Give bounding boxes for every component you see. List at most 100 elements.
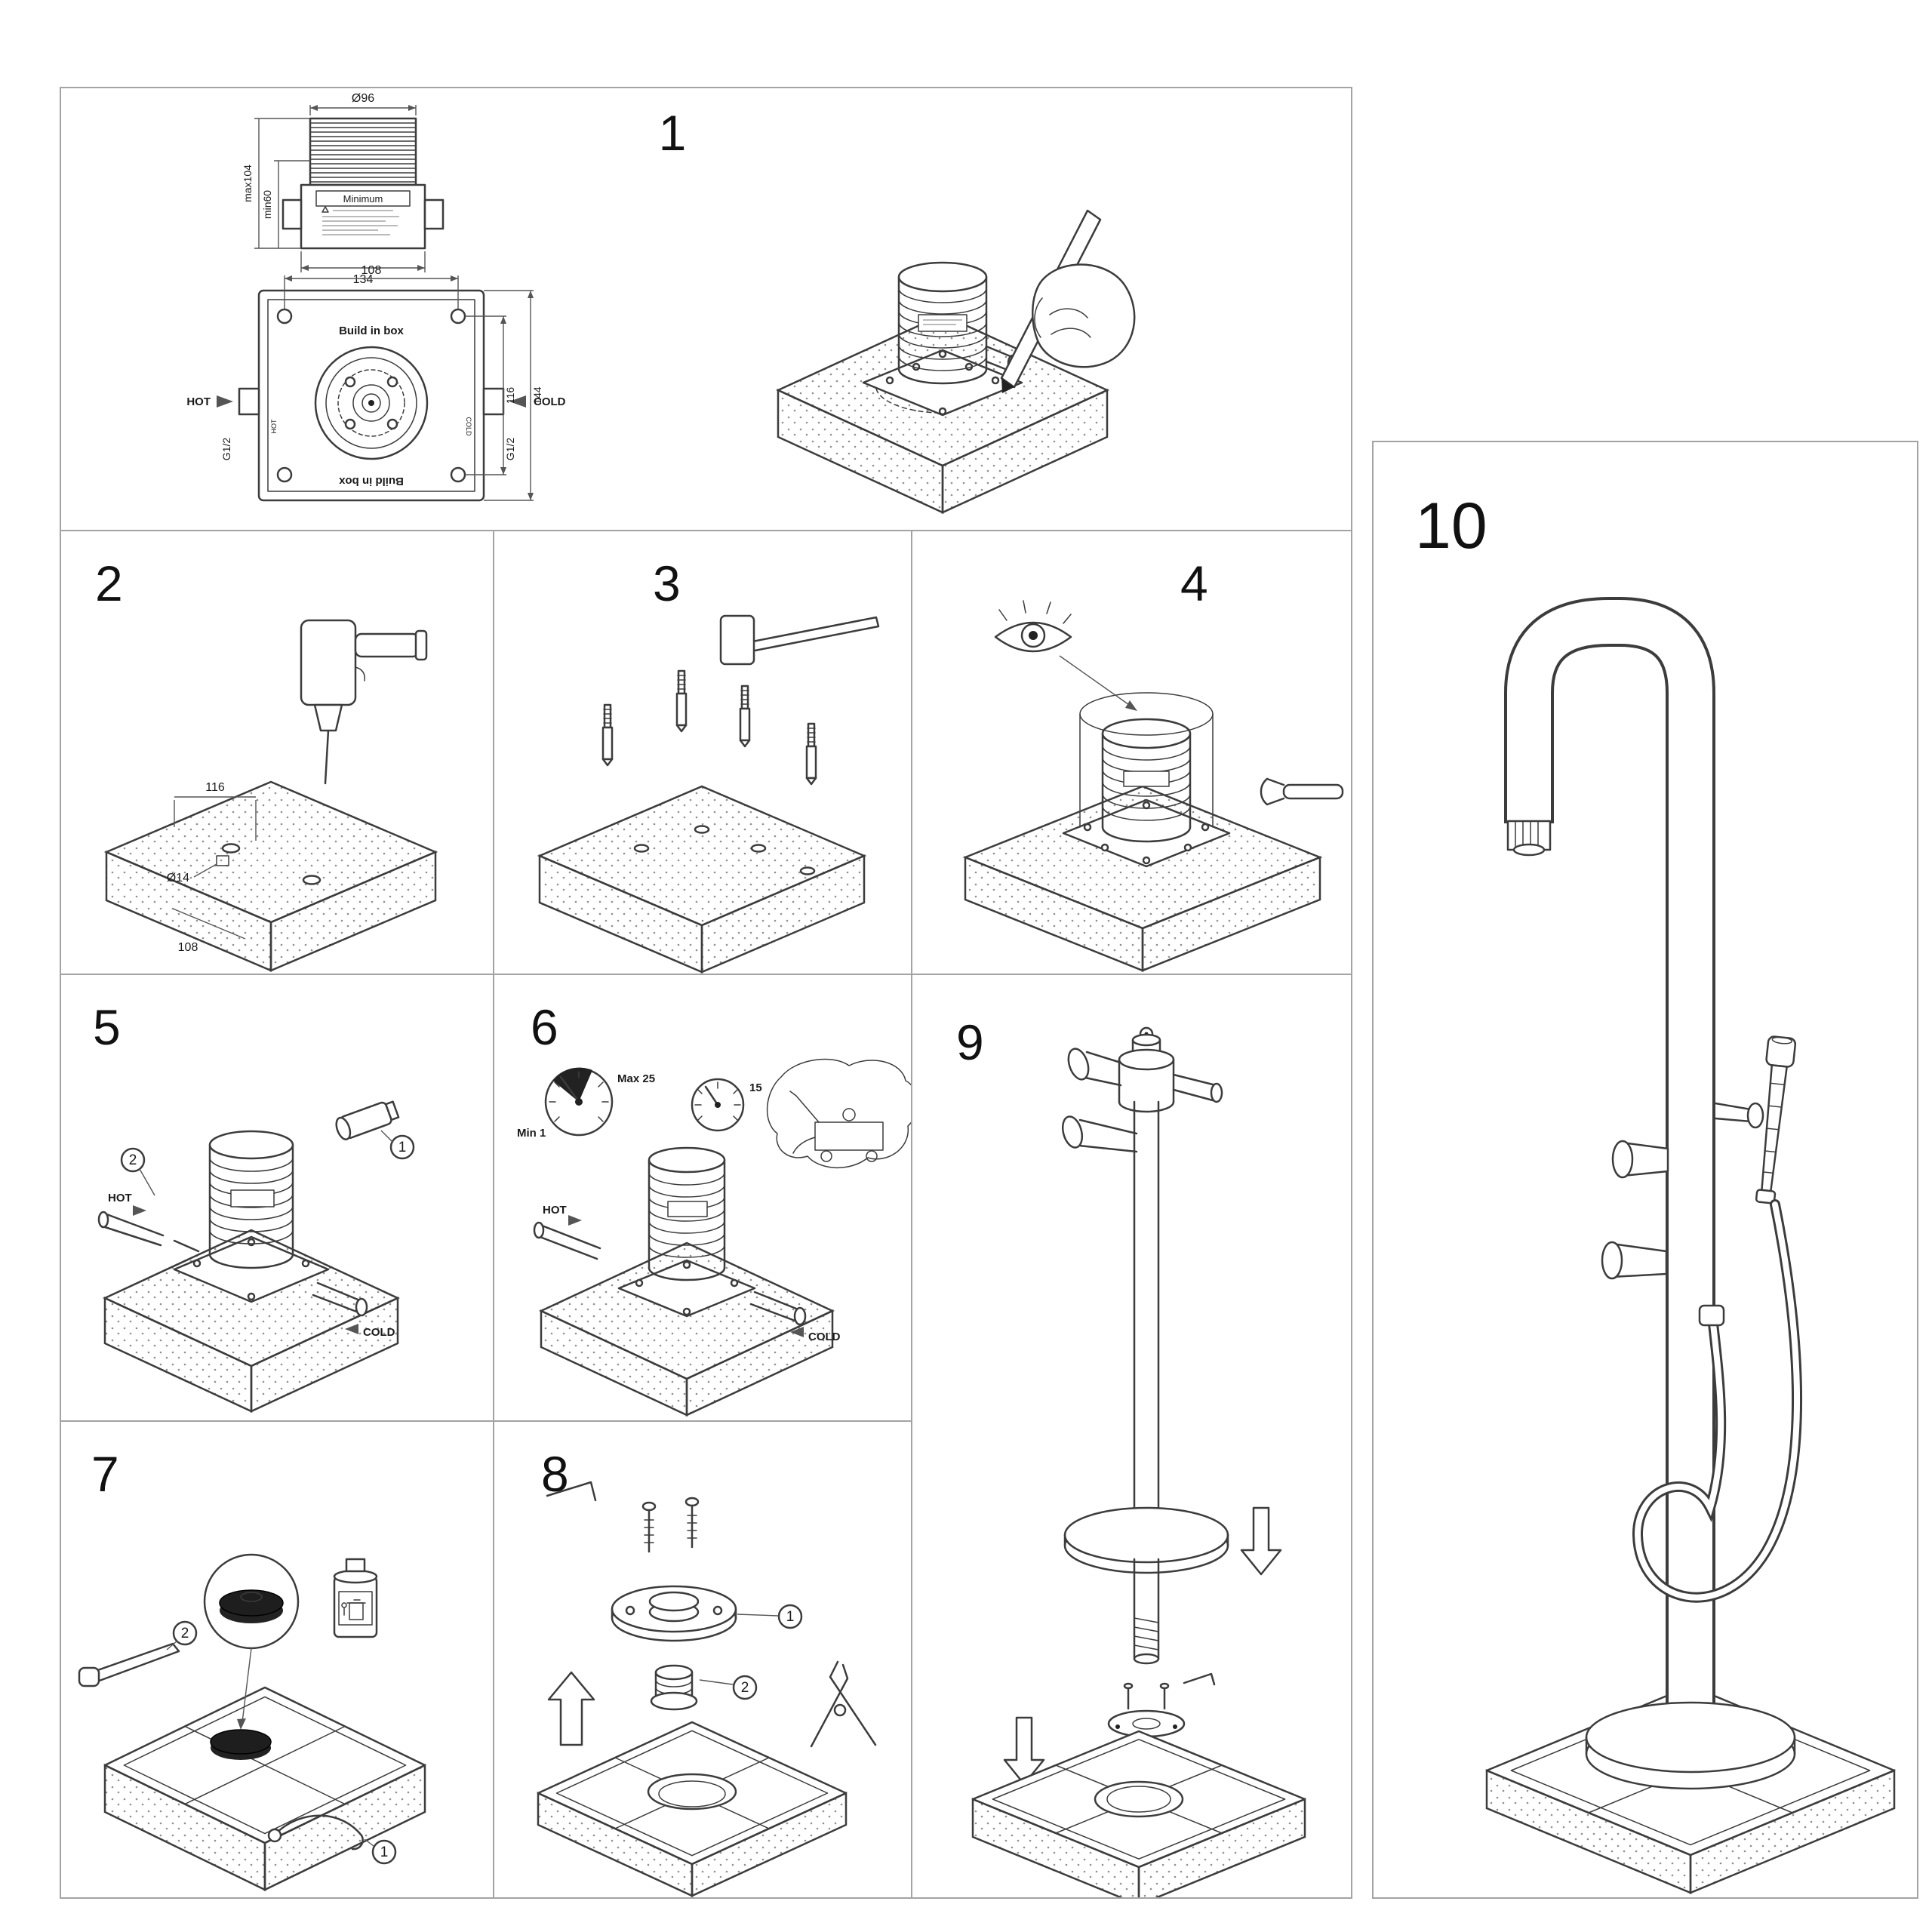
marking-scene — [776, 209, 1136, 514]
hot-label: HOT — [186, 395, 211, 408]
shower-hose — [1632, 1199, 1803, 1603]
spout-aerator — [1506, 820, 1552, 857]
step-number: 10 — [1415, 490, 1487, 562]
step-5-illustration: 5 HOT 2 — [93, 999, 415, 1413]
panel-step-2: 2 116 Ø14 108 — [60, 530, 494, 975]
svg-text:2: 2 — [129, 1152, 137, 1168]
step-number: 5 — [93, 999, 121, 1055]
step-9-illustration: 9 — [956, 1014, 1306, 1897]
test-pump-icon — [767, 1058, 911, 1168]
outlet-fitting — [335, 1100, 400, 1140]
tiled-floor-block — [537, 1721, 848, 1897]
step-6-illustration: 6 Max 25 Min 1 15 — [517, 999, 911, 1417]
dim-diameter-96: Ø96 — [352, 92, 374, 105]
gauge-max-label: Max 25 — [617, 1072, 655, 1085]
pliers-icon — [810, 1660, 877, 1748]
tiled-floor-block — [103, 1686, 426, 1891]
protection-cover — [1079, 692, 1214, 828]
threaded-shank — [1133, 1558, 1160, 1665]
dim-134: 134 — [353, 273, 374, 286]
gauge-15-label: 15 — [749, 1081, 762, 1094]
step-number: 7 — [91, 1446, 119, 1502]
callout-2: 2 — [166, 1620, 198, 1651]
hand-shower-icon — [1755, 1035, 1797, 1204]
hot-pipe — [533, 1221, 601, 1260]
gauge-min-label: Min 1 — [517, 1127, 546, 1140]
drill-icon — [300, 619, 428, 785]
dim-hole-14: Ø14 — [167, 872, 189, 884]
step-number: 9 — [956, 1014, 984, 1070]
svg-text:2: 2 — [741, 1680, 749, 1696]
step-4-illustration: 4 — [962, 555, 1344, 972]
screw-icon — [1123, 1682, 1170, 1710]
svg-text:1: 1 — [398, 1140, 407, 1155]
panel-step-1: 1 Minimum Ø96 max104 min60 — [60, 87, 1352, 531]
valve-side-view: Minimum Ø96 max104 min60 134 — [242, 92, 445, 286]
panel-step-5: 5 HOT 2 — [60, 974, 494, 1422]
panel-step-3: 3 — [493, 530, 912, 975]
step-2-illustration: 2 116 Ø14 108 — [95, 555, 438, 972]
drill-dimensions: 116 Ø14 108 — [167, 781, 257, 954]
cover-cap — [210, 1729, 272, 1760]
base-flange — [1107, 1709, 1186, 1738]
panel-step-8: 8 1 — [493, 1420, 912, 1899]
valve-body-iso — [208, 1130, 294, 1269]
eye-icon — [994, 600, 1072, 653]
panel-step-9: 9 — [911, 974, 1352, 1899]
panel-step-6: 6 Max 25 Min 1 15 — [493, 974, 912, 1422]
valve-front-view: Build in box HOT COLD HOT COLD G1/2 G1/2 — [186, 264, 566, 502]
svg-text:1: 1 — [380, 1844, 389, 1860]
step-8-illustration: 8 1 — [537, 1446, 877, 1897]
hot-label: HOT — [543, 1204, 567, 1217]
dim-min60: min60 — [261, 190, 273, 219]
panel-step-7: 7 — [60, 1420, 494, 1899]
g12-right: G1/2 — [504, 438, 516, 461]
cold-label: COLD — [363, 1326, 395, 1339]
dim-max104: max104 — [242, 165, 254, 202]
diverter-knob — [1601, 1241, 1668, 1280]
step-number: 1 — [659, 105, 687, 161]
hammer-icon — [719, 614, 880, 666]
base-disc — [1585, 1701, 1796, 1790]
step-1-illustration: 1 Minimum Ø96 max104 min60 — [186, 92, 1136, 514]
anchor-bolt-icon — [601, 669, 817, 786]
callout-2: 2 — [699, 1675, 758, 1700]
screw-icon — [641, 1497, 700, 1553]
dim-116: 116 — [205, 781, 225, 794]
arrow-down-icon — [1003, 1716, 1045, 1786]
build-in-box-bottom: Build in box — [338, 475, 403, 488]
timer-gauge-icon — [691, 1078, 745, 1132]
svg-text:1: 1 — [786, 1609, 795, 1625]
hook-spanner-icon — [267, 1814, 364, 1850]
g12-left: G1/2 — [220, 438, 232, 461]
hot-label-small: HOT — [270, 419, 278, 434]
arrow-down-icon — [1240, 1506, 1282, 1576]
wrench-icon — [1260, 777, 1344, 806]
callout-2: 2 — [120, 1147, 155, 1196]
cold-label: COLD — [808, 1331, 841, 1343]
tiled-floor-block — [971, 1730, 1306, 1897]
disposal-bottle-icon — [333, 1558, 378, 1638]
valve-label: Minimum — [343, 193, 383, 205]
callout-1: 1 — [380, 1130, 415, 1160]
magnifier-detail — [203, 1553, 300, 1730]
callout-1: 1 — [364, 1838, 397, 1865]
step-number: 4 — [1180, 555, 1208, 611]
cold-label-small: COLD — [465, 417, 472, 436]
cold-pipe — [749, 1291, 807, 1326]
step-3-illustration: 3 — [537, 555, 880, 974]
step-7-illustration: 7 — [78, 1446, 426, 1891]
step-10-illustration: 10 — [1415, 490, 1896, 1894]
escutcheon-plate — [1063, 1506, 1229, 1574]
applicator-tool-icon — [78, 1642, 180, 1687]
dim-144: 144 — [531, 386, 543, 405]
dim-108: 108 — [178, 941, 198, 954]
step-number: 3 — [653, 555, 681, 611]
cold-pipe — [312, 1281, 368, 1317]
faucet-column — [1504, 597, 1715, 1748]
hot-pipe — [97, 1211, 200, 1253]
hand-shower-holder — [1714, 1102, 1764, 1129]
mounting-flange — [611, 1585, 737, 1642]
allen-key-icon — [546, 1481, 597, 1502]
callout-1: 1 — [737, 1604, 803, 1629]
